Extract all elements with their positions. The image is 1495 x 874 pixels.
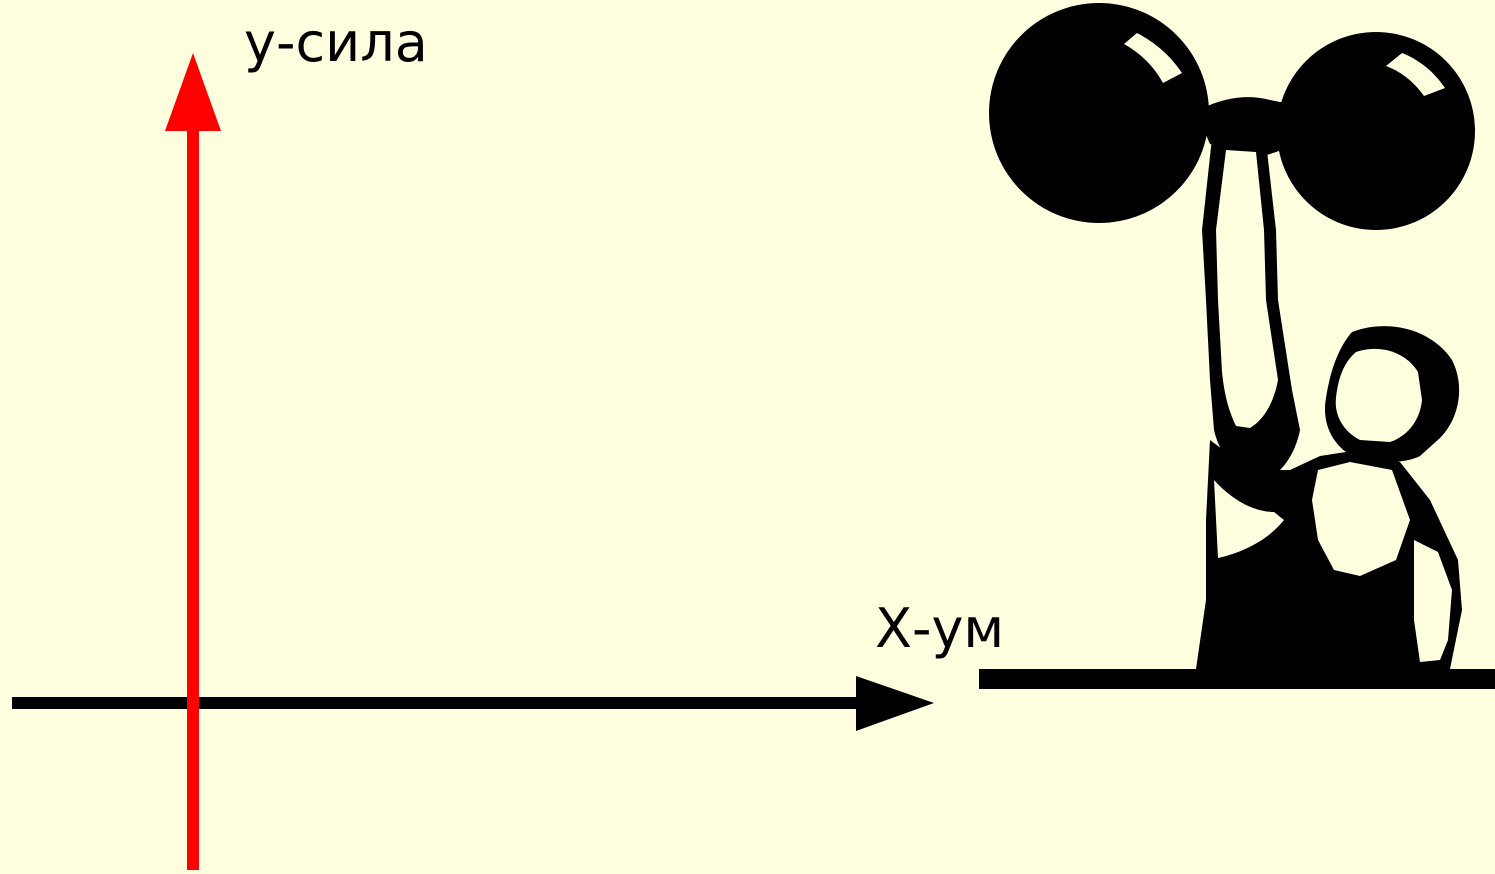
- arm-shoulder-light: [1214, 480, 1284, 558]
- x-axis: [12, 676, 934, 731]
- arm-inner-light: [1216, 150, 1278, 428]
- right-weight-highlight: [1386, 53, 1445, 96]
- face: [1335, 348, 1422, 442]
- weightlifter-icon: [979, 3, 1495, 689]
- x-axis-arrowhead: [856, 676, 934, 731]
- y-axis-arrowhead: [165, 53, 221, 131]
- right-shoulder-light: [1414, 540, 1452, 662]
- y-axis: [165, 53, 221, 870]
- left-weight-highlight: [1124, 33, 1182, 83]
- right-weight-ball: [1277, 32, 1475, 230]
- y-axis-label: у-сила: [244, 11, 428, 74]
- left-weight-ball: [989, 3, 1209, 223]
- chest-light: [1312, 462, 1410, 576]
- ground-line: [979, 669, 1495, 689]
- x-axis-label: Х-ум: [875, 597, 1005, 660]
